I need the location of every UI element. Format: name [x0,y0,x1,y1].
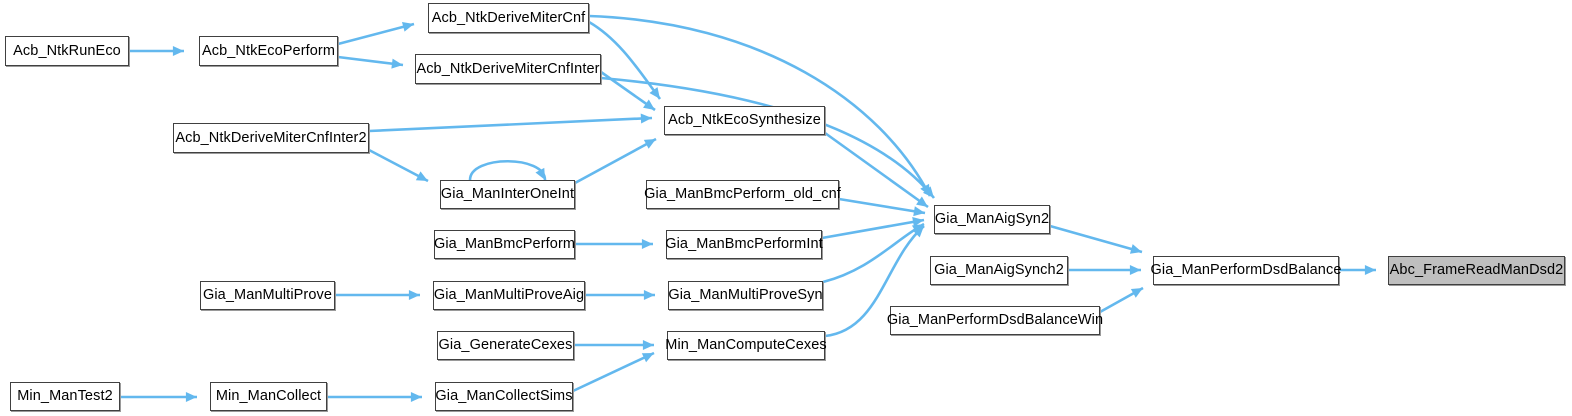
graph-node-min_mancollect[interactable]: Min_ManCollect [210,382,327,411]
graph-node-gia_bmcperform[interactable]: Gia_ManBmcPerform [434,230,575,259]
graph-node-label: Acb_NtkDeriveMiterCnfInter2 [175,129,367,146]
graph-node-gia_multiprovesyn[interactable]: Gia_ManMultiProveSyn [668,281,823,310]
graph-node-gia_multiprove[interactable]: Gia_ManMultiProve [200,281,335,310]
graph-node-label: Gia_ManBmcPerformInt [665,236,823,253]
graph-arrowhead [408,290,420,300]
graph-arrowhead [913,206,925,217]
graph-edge-gia_interoneint-to-acb_ecosynth [574,137,657,185]
graph-edge-min_computecexes-to-gia_aigsyn2 [824,225,925,338]
graph-node-label: Acb_NtkRunEco [13,42,121,59]
graph-node-acb_derivemitercnf[interactable]: Acb_NtkDeriveMiterCnf [428,3,589,33]
graph-node-acb_ntkrun[interactable]: Acb_NtkRunEco [5,36,129,66]
graph-node-label: Gia_ManBmcPerform_old_cnf [644,186,841,203]
graph-node-gia_bmcperformint[interactable]: Gia_ManBmcPerformInt [665,230,823,259]
graph-arrowhead [643,290,655,300]
graph-node-label: Gia_ManPerformDsdBalanceWin [886,312,1104,329]
graph-arrowhead [649,87,660,99]
graph-node-label: Gia_ManBmcPerform [433,236,576,253]
graph-node-acb_derivemitercnfint[interactable]: Acb_NtkDeriveMiterCnfInter [415,54,601,84]
graph-node-label: Abc_FrameReadManDsd2 [1389,262,1564,279]
graph-edge-acb_derivemiter2-to-acb_ecosynth [368,116,653,133]
graph-edge-gia_collectsims-to-min_computecexes [572,351,655,393]
graph-edge-gia_bmcperform_oldcnf-to-gia_aigsyn2 [838,197,926,215]
graph-arrowhead [415,171,428,181]
graph-node-label: Gia_ManInterOneInt [440,186,575,203]
graph-node-label: Acb_NtkDeriveMiterCnf [431,9,586,26]
graph-node-label: Acb_NtkDeriveMiterCnfInter [416,60,600,77]
graph-arrowhead [1130,288,1143,298]
graph-node-gia_aigsyn2[interactable]: Gia_ManAigSyn2 [934,205,1050,234]
graph-edge-gia_interoneint-to-gia_interoneint [468,159,547,181]
graph-arrowhead [642,340,654,350]
graph-node-gia_aigsynch2[interactable]: Gia_ManAigSynch2 [930,256,1068,285]
graph-node-gia_generatecexes[interactable]: Gia_GenerateCexes [437,331,574,360]
graph-arrowhead [641,239,653,249]
graph-edge-gia_multiprovesyn-to-gia_aigsyn2 [822,222,925,284]
graph-arrowhead [641,353,654,363]
graph-arrowhead [640,113,652,124]
graph-arrowhead [643,99,655,110]
graph-node-label: Gia_ManMultiProveAig [433,287,585,304]
graph-arrowhead [535,167,545,180]
graph-node-label: Min_ManComputeCexes [665,337,827,354]
graph-node-label: Gia_GenerateCexes [438,337,573,354]
graph-arrowhead [410,392,422,402]
graph-node-min_computecexes[interactable]: Min_ManComputeCexes [665,331,827,360]
graph-arrowhead [391,58,403,69]
graph-node-acb_derivemiter2[interactable]: Acb_NtkDeriveMiterCnfInter2 [173,123,369,153]
graph-node-label: Gia_ManMultiProveSyn [668,287,823,304]
graph-edge-acb_ntkecoperform-to-acb_derivemitercnf [337,22,415,46]
graph-node-gia_collectsims[interactable]: Gia_ManCollectSims [435,382,573,411]
graph-node-label: Gia_ManAigSynch2 [934,262,1064,279]
graph-node-label: Acb_NtkEcoSynthesize [668,112,821,129]
graph-arrowhead [1129,244,1142,254]
graph-node-abc_framereadmandsd2[interactable]: Abc_FrameReadManDsd2 [1388,256,1565,285]
graph-node-label: Min_ManCollect [215,388,322,405]
graph-arrowhead [922,186,934,198]
graph-node-gia_dsdbalance[interactable]: Gia_ManPerformDsdBalance [1150,256,1342,285]
graph-arrowhead [172,46,184,56]
graph-node-min_mantest2[interactable]: Min_ManTest2 [10,382,120,411]
graph-node-label: Acb_NtkEcoPerform [201,42,336,59]
graph-node-label: Gia_ManAigSyn2 [934,211,1050,228]
graph-node-label: Gia_ManPerformDsdBalance [1150,262,1342,279]
graph-node-acb_ntkecoperform[interactable]: Acb_NtkEcoPerform [199,36,338,66]
graph-edge-acb_derivemiter2-to-gia_interoneint [368,148,429,183]
graph-edge-acb_derivemitercnf-to-gia_aigsyn2 [588,14,932,197]
graph-edge-gia_aigsyn2-to-gia_dsdbalance [1049,224,1143,254]
graph-node-label: Min_ManTest2 [17,388,113,405]
graph-node-label: Gia_ManMultiProve [202,287,333,304]
graph-arrowhead [643,139,656,149]
graph-node-gia_interoneint[interactable]: Gia_ManInterOneInt [440,180,575,209]
graph-arrowhead [912,226,924,238]
graph-edge-gia_bmcperformint-to-gia_aigsyn2 [821,218,925,240]
graph-arrowhead [912,217,924,227]
graph-arrowhead [1129,265,1141,275]
graph-node-acb_ecosynth[interactable]: Acb_NtkEcoSynthesize [664,106,825,135]
graph-arrowhead [401,21,414,32]
graph-arrowhead [916,196,928,207]
graph-arrowhead [185,392,197,402]
graph-node-gia_multiproveaig[interactable]: Gia_ManMultiProveAig [433,281,585,310]
graph-node-gia_dsdbalancewin[interactable]: Gia_ManPerformDsdBalanceWin [886,306,1104,335]
graph-node-label: Gia_ManCollectSims [435,388,573,405]
graph-arrowhead [1364,265,1376,275]
graph-node-gia_bmcperform_oldcnf[interactable]: Gia_ManBmcPerform_old_cnf [644,180,841,209]
graph-edge-acb_ecosynth-to-gia_aigsyn2 [824,131,929,209]
